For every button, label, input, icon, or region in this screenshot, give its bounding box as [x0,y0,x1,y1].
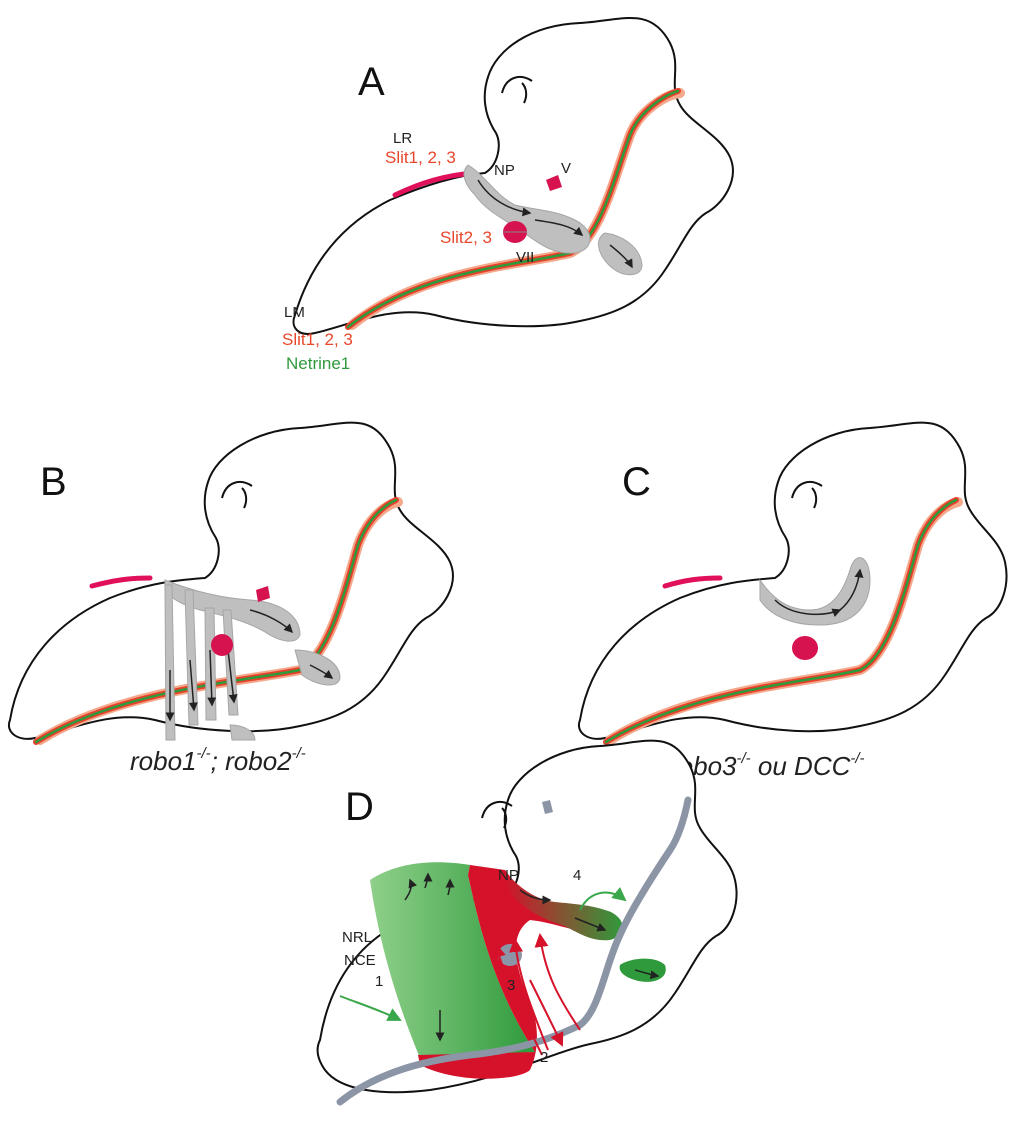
label-lr: LR [393,130,412,147]
panel-d: D NP NRL NCE 1 2 3 4 [318,741,737,1102]
panel-letter-b: B [40,460,67,504]
label-np-d: NP [498,867,519,884]
label-4: 4 [573,867,581,884]
label-2: 2 [540,1049,548,1066]
panel-a: A LR Slit1, 2, 3 NP V Slit2, 3 VII LM Sl… [282,18,733,373]
label-lm-slit: Slit1, 2, 3 [282,330,353,349]
label-lm: LM [284,304,305,321]
label-slit23: Slit2, 3 [440,228,492,247]
panel-c: C robo3-/- ou DCC-/- [579,423,1007,781]
panel-b: B robo1-/-; robo2-/- [9,423,453,776]
panel-letter-c: C [622,460,651,504]
genotype-b: robo1-/-; robo2-/- [130,745,306,776]
label-nrl: NRL [342,929,372,946]
label-3: 3 [507,977,515,994]
panel-letter-a: A [358,60,385,104]
panel-letter-d: D [345,785,374,829]
label-np-a: NP [494,162,515,179]
label-v: V [561,160,571,177]
label-netrine: Netrine1 [286,354,350,373]
label-nce: NCE [344,952,376,969]
genotype-c: robo3-/- ou DCC-/- [670,750,865,781]
label-vii: VII [516,249,534,266]
label-lr-slit: Slit1, 2, 3 [385,148,456,167]
label-1: 1 [375,973,383,990]
